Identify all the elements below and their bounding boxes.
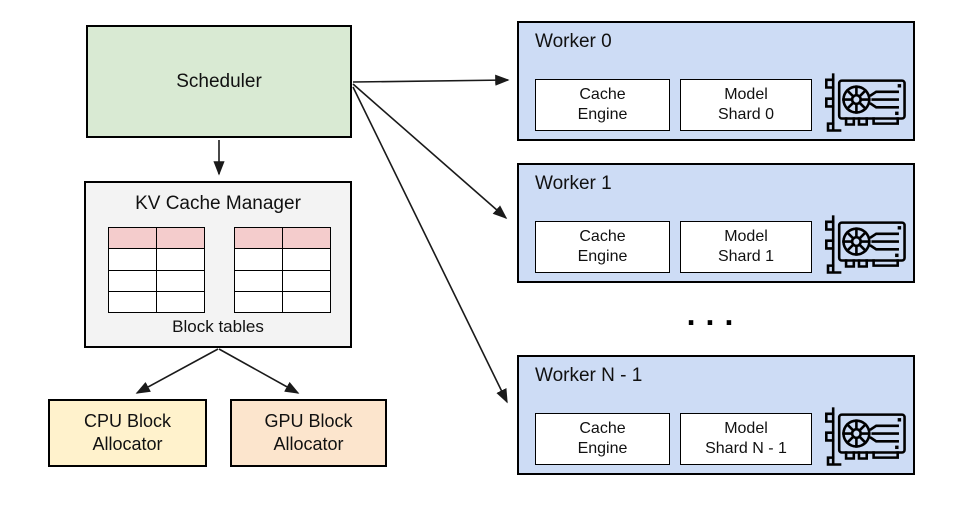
worker-0-title: Worker 0 — [535, 31, 612, 52]
worker-n-model-shard-box: Model Shard N - 1 — [680, 413, 812, 465]
gpu-block-allocator-label: GPU Block Allocator — [264, 410, 353, 454]
cpu-block-allocator-box: CPU Block Allocator — [48, 399, 207, 467]
scheduler-box: Scheduler — [86, 25, 352, 138]
worker-1-cache-engine-box: Cache Engine — [535, 221, 670, 273]
arrow-kv-to-cpu-allocator — [135, 348, 219, 394]
model-shard-label: Model Shard 0 — [717, 86, 775, 123]
gpu-card-icon — [822, 405, 908, 469]
model-shard-label: Model Shard 1 — [717, 228, 775, 265]
worker-1-title: Worker 1 — [535, 173, 612, 194]
worker-1-model-shard-box: Model Shard 1 — [680, 221, 812, 273]
cache-engine-label: Cache Engine — [577, 420, 628, 457]
worker-0-box: Worker 0 Cache Engine Model Shard 0 — [517, 21, 915, 141]
block-tables-caption: Block tables — [172, 317, 264, 336]
worker-0-model-shard-box: Model Shard 0 — [680, 79, 812, 131]
cache-engine-label: Cache Engine — [577, 86, 628, 123]
worker-1-box: Worker 1 Cache Engine Model Shard 1 — [517, 163, 915, 283]
worker-n-title: Worker N - 1 — [535, 365, 643, 386]
block-table-2 — [234, 226, 331, 314]
block-table-1 — [108, 226, 205, 314]
arrow-kv-to-gpu-allocator — [218, 348, 300, 394]
worker-n-box: Worker N - 1 Cache Engine Model Shard N … — [517, 355, 915, 475]
gpu-card-icon — [822, 213, 908, 277]
worker-n-cache-engine-box: Cache Engine — [535, 413, 670, 465]
arrow-scheduler-to-worker-n — [352, 86, 508, 404]
cache-engine-label: Cache Engine — [577, 228, 628, 265]
worker-0-cache-engine-box: Cache Engine — [535, 79, 670, 131]
model-shard-label: Model Shard N - 1 — [705, 420, 787, 457]
gpu-card-icon — [822, 71, 908, 135]
kv-cache-manager-box: KV Cache Manager Block tables — [84, 181, 352, 348]
kv-cache-manager-title: KV Cache Manager — [135, 193, 301, 214]
workers-ellipsis: ... — [686, 296, 744, 332]
arrow-scheduler-to-worker-0 — [352, 74, 510, 86]
scheduler-label: Scheduler — [176, 70, 262, 92]
cpu-block-allocator-label: CPU Block Allocator — [83, 410, 172, 454]
arrow-scheduler-to-worker-1 — [352, 83, 508, 220]
gpu-block-allocator-box: GPU Block Allocator — [230, 399, 387, 467]
